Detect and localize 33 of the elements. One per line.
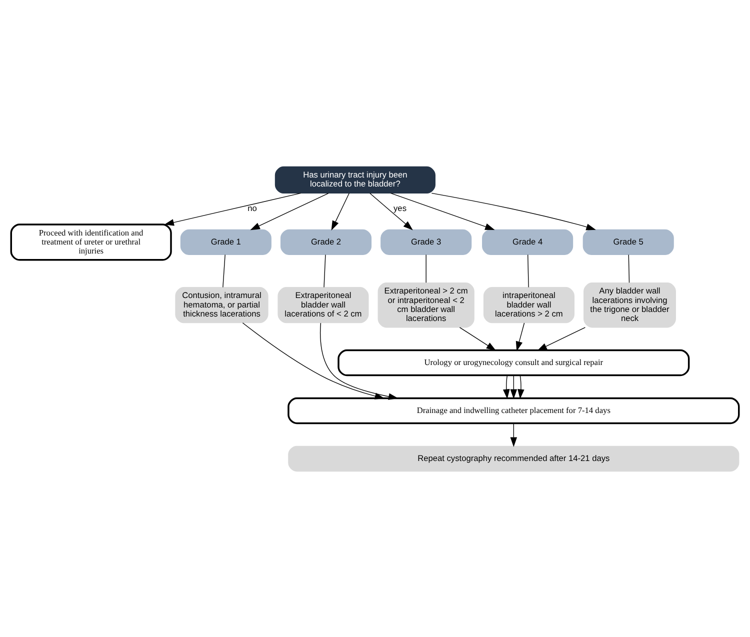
arrow xyxy=(331,192,350,230)
edge-label: yes xyxy=(394,202,407,212)
connector xyxy=(222,254,226,288)
node-box: Grade 2 xyxy=(280,228,372,255)
arrow xyxy=(320,322,398,400)
arrow xyxy=(537,326,586,350)
arrow xyxy=(503,374,510,398)
node-box: Repeat cystography recommended after 14-21 days xyxy=(288,445,740,472)
connector xyxy=(628,254,630,282)
node-box: Grade 1 xyxy=(180,228,272,255)
arrow xyxy=(242,322,385,399)
arrow xyxy=(510,422,518,446)
arrow xyxy=(516,322,525,351)
node-box: Contusion, intramural hematoma, or partial thickness lacerations xyxy=(175,286,268,323)
arrow xyxy=(459,326,496,350)
arrow xyxy=(164,192,302,226)
node-box: intraperitoneal bladder wall lacerations > 2 cm xyxy=(483,286,574,323)
node-box: Grade 3 xyxy=(380,228,472,255)
connector xyxy=(324,254,326,288)
arrow xyxy=(431,192,596,230)
arrow xyxy=(510,374,518,398)
node-box: Has urinary tract injury been localized to the bladder? xyxy=(274,166,436,194)
node-box: Extraperitoneal bladder wall lacerations of < 2 cm xyxy=(278,286,369,323)
node-box: Grade 4 xyxy=(482,228,574,255)
edge-label: no xyxy=(248,202,257,212)
node-box: Extraperitoneal > 2 cm or intraperitoneal < 2 cm bladder wall lacerations xyxy=(378,282,474,328)
connector xyxy=(528,254,529,288)
arrow xyxy=(390,192,495,230)
arrow xyxy=(370,192,413,230)
arrow xyxy=(518,374,524,398)
arrow xyxy=(250,192,329,230)
node-box: Grade 5 xyxy=(582,228,674,255)
node-box: Any bladder wall lacerations involving the trigone or bladder neck xyxy=(584,282,676,328)
